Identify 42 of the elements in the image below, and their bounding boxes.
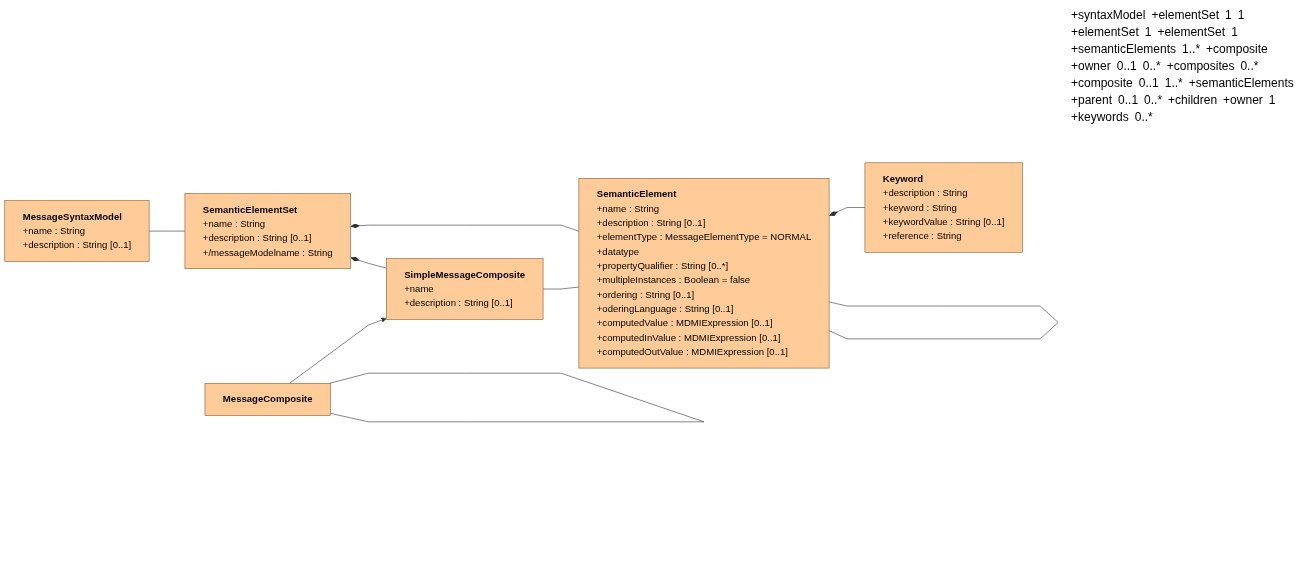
role-label: +composite: [1071, 76, 1133, 90]
role-label: 1: [1225, 8, 1232, 22]
association-line: [828, 321, 1059, 339]
role-label: 0..*: [1144, 93, 1163, 107]
role-label: +semanticElements: [1071, 42, 1177, 56]
association-line: [542, 286, 580, 289]
node-box: MessageSyntaxModel +name : String +description : String [0..1]: [4, 200, 150, 262]
role-label: 0..1: [1138, 76, 1159, 90]
role-label: 0..*: [1134, 110, 1153, 124]
role-label: 0..1: [1118, 93, 1139, 107]
node-box: SimpleMessageComposite +name +description : String [0..1]: [386, 257, 544, 320]
association-line: [943, 305, 1059, 323]
role-label: +owner: [1071, 59, 1111, 73]
role-label: 0..*: [1142, 59, 1161, 73]
role-label: +elementSet: [1151, 8, 1220, 22]
role-label: 1..*: [1182, 42, 1201, 56]
role-label: +children: [1168, 93, 1218, 107]
node-box: MessageComposite: [204, 382, 331, 416]
role-label: +composites: [1166, 59, 1235, 73]
role-label: +syntaxModel: [1071, 8, 1146, 22]
role-label: +composite: [1206, 42, 1268, 56]
role-label: +owner: [1223, 93, 1263, 107]
node-box: Keyword +description : String +keyword : String +keywordValue : String [0..1] +reference : String: [864, 162, 1023, 253]
role-label: 0..1: [1116, 59, 1137, 73]
association-line: [148, 230, 186, 232]
role-label: +semanticElements: [1188, 76, 1294, 90]
association-line: [329, 372, 465, 384]
association-line: [828, 301, 944, 306]
role-label: +keywords: [1071, 110, 1129, 124]
node-box: SemanticElement +name : String +description : String [0..1] +elementType : MessageElementType = NORMAL +datatype +propertyQualifier : String [0..*] +multipleInstances : Boolean = false +ordering : String [0..1] +oderingLanguage : String [0..1] +computedValue : MDMIExpression [0..1] +computedInValue : MDMIExpression [0..1] +computedOutValue : MDMIExpression [0..1]: [578, 177, 830, 369]
role-label: 1: [1237, 8, 1245, 22]
role-label: 1: [1231, 25, 1238, 39]
role-label: +parent: [1071, 93, 1113, 107]
role-label: 1: [1268, 93, 1276, 107]
role-label: +elementSet: [1071, 25, 1139, 39]
role-label: +elementSet: [1157, 25, 1226, 39]
association-line: [464, 372, 705, 422]
role-label: 0..*: [1240, 59, 1259, 73]
node-box: SemanticElementSet +name : String +description : String [0..1] +/messageModelname : String: [184, 192, 351, 269]
role-label: 1..*: [1164, 76, 1183, 90]
association-line: [330, 412, 705, 422]
role-label: 1: [1144, 25, 1152, 39]
